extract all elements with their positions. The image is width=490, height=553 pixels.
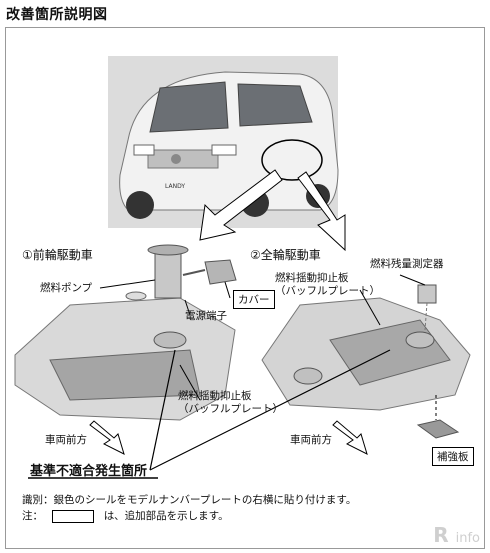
vehicle-front-arrow-right [332, 420, 368, 455]
note-additional-parts: 注： は、追加部品を示します。 [22, 508, 229, 523]
label-baffle-plate-fwd: 燃料揺動抑止板 （バッフルプレート） [178, 390, 283, 415]
vehicle-front-arrow-left [89, 420, 125, 455]
power-terminal-cover [204, 259, 237, 285]
watermark-letter: R [433, 523, 449, 547]
fwd-pump-mount [153, 331, 187, 349]
warning-leader-fwd [149, 349, 176, 471]
van-badge: LANDY [165, 183, 185, 190]
warning-label: 基準不適合発生箇所 [30, 464, 148, 479]
van-headlight-left [133, 144, 155, 156]
van-emblem [171, 154, 181, 164]
label-fuel-gauge: 燃料残量測定器 [370, 258, 444, 270]
label-reinforcement-plate: 補強板 [432, 447, 474, 466]
note-identification: 識別：銀色のシールをモデルナンバープレートの右横に貼り付けます。 [22, 494, 357, 506]
note-legend-box [52, 509, 95, 523]
label-cover: カバー [233, 290, 275, 309]
warning-leader-awd [149, 349, 391, 471]
label-vehicle-front-left: 車両前方 [45, 434, 87, 446]
watermark: R info [433, 523, 480, 547]
section-fwd-heading: ①前輪駆動車 [22, 248, 93, 262]
note-suffix: は、追加部品を示します。 [103, 510, 229, 522]
section-awd-heading: ②全輪駆動車 [250, 248, 321, 262]
label-vehicle-front-right: 車両前方 [290, 434, 332, 446]
fuel-pump [154, 249, 182, 299]
van-windshield [149, 81, 229, 133]
awd-gauge-mount [405, 331, 435, 349]
van-grille [147, 149, 219, 169]
label-fuel-pump: 燃料ポンプ [40, 282, 93, 294]
fwd-baffle-plate [49, 349, 201, 401]
fuel-tank-location-ellipse [261, 139, 323, 181]
label-baffle-plate-awd: 燃料揺動抑止板 （バッフルプレート） [275, 272, 380, 297]
van-wheel-front [126, 191, 154, 219]
page-title: 改善箇所説明図 [6, 7, 108, 23]
watermark-text: info [455, 531, 480, 546]
van-side-window [237, 83, 313, 127]
van-headlight-right [211, 144, 237, 156]
label-power-terminal: 電源端子 [185, 310, 227, 322]
reinforcement-plate [416, 419, 460, 439]
arrow-to-fwd [199, 169, 283, 241]
note-prefix: 注： [22, 510, 43, 522]
fuel-gauge-unit [417, 284, 437, 304]
pump-seal [125, 291, 147, 301]
awd-pump-mount [293, 367, 323, 385]
diagram-frame [5, 27, 485, 549]
arrow-to-awd [297, 171, 346, 252]
